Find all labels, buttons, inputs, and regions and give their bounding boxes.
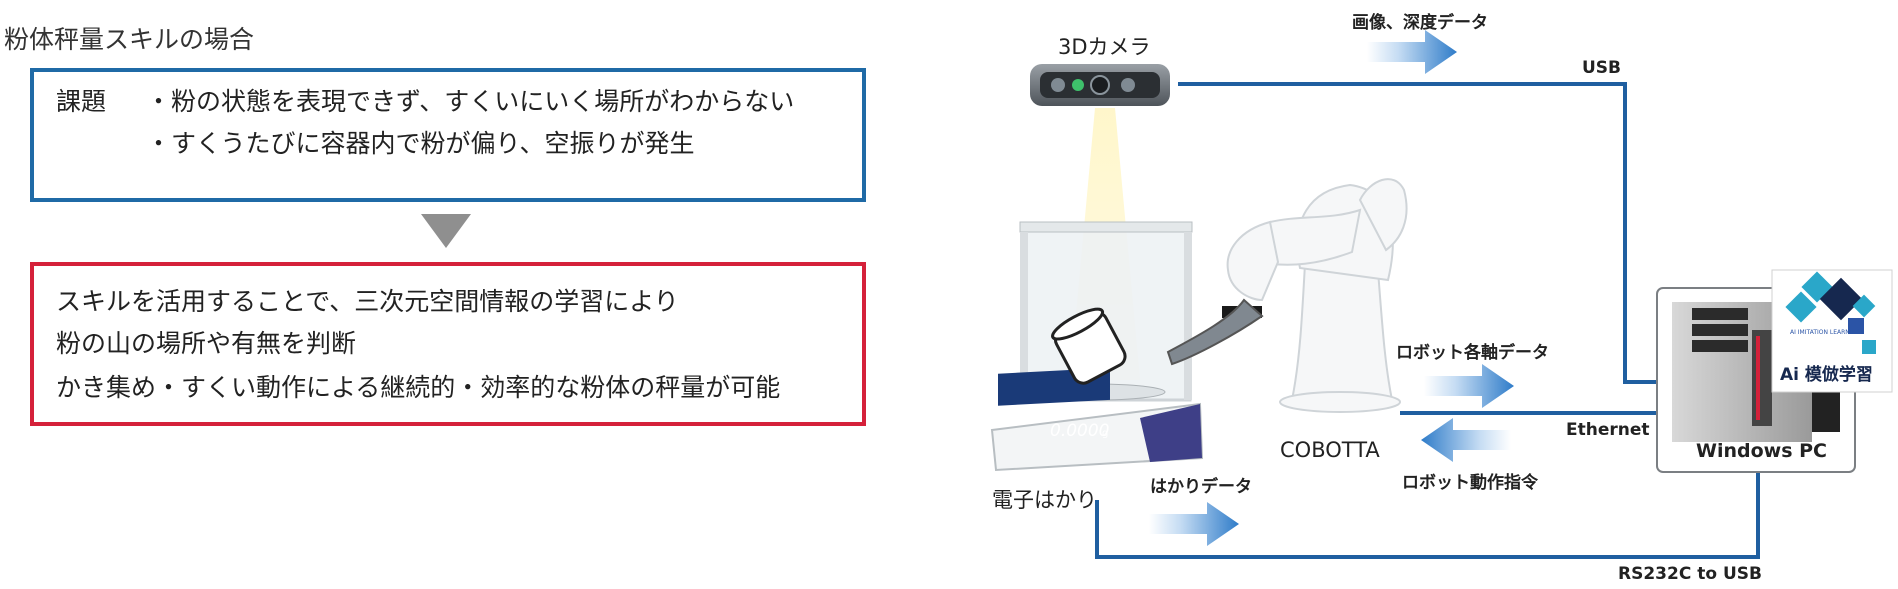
ai-logo: AI IMITATION LEARNING Ai 模倣学習 bbox=[1771, 269, 1893, 393]
robot-label: COBOTTA bbox=[1280, 438, 1380, 462]
ethernet-label: Ethernet bbox=[1566, 420, 1650, 440]
rs232c-line bbox=[1095, 468, 1760, 559]
problem-label: 課題 bbox=[56, 87, 107, 116]
robot-data-label: ロボット各軸データ bbox=[1396, 343, 1549, 363]
solution-line-2: 粉の山の場所や有無を判断 bbox=[56, 329, 357, 358]
camera-label: 3Dカメラ bbox=[1058, 35, 1151, 59]
scale-label: 電子はかり bbox=[992, 488, 1097, 512]
solution-line-3: かき集め・すくい動作による継続的・効率的な粉体の秤量が可能 bbox=[56, 373, 781, 402]
problem-line-2: ・すくうたびに容器内で粉が偏り、空振りが発生 bbox=[146, 129, 695, 158]
camera-data-label: 画像、深度データ bbox=[1352, 13, 1488, 33]
scale-reading: 0.0000 bbox=[1050, 421, 1109, 441]
scale-icon: 0.0000 g bbox=[990, 221, 1204, 472]
ai-logo-small-text: AI IMITATION LEARNING bbox=[1790, 329, 1861, 336]
scale-unit: g bbox=[1102, 428, 1108, 439]
solution-line-1: スキルを活用することで、三次元空間情報の学習により bbox=[56, 287, 679, 316]
robot-icon bbox=[1166, 178, 1408, 413]
usb-line bbox=[1178, 82, 1665, 384]
camera-icon bbox=[1030, 64, 1170, 106]
robot-command-label: ロボット動作指令 bbox=[1402, 473, 1538, 493]
scale-data-label: はかりデータ bbox=[1150, 477, 1252, 497]
solution-box: スキルを活用することで、三次元空間情報の学習により 粉の山の場所や有無を判断 か… bbox=[30, 262, 866, 426]
rs232c-label: RS232C to USB bbox=[1618, 564, 1762, 584]
pc-label: Windows PC bbox=[1696, 440, 1827, 462]
problem-line-1: ・粉の状態を表現できず、すくいにいく場所がわからない bbox=[146, 87, 795, 116]
arrow-robot-data bbox=[1424, 364, 1514, 408]
usb-label: USB bbox=[1582, 58, 1622, 78]
arrow-camera-data bbox=[1367, 30, 1457, 74]
ai-logo-text: Ai 模倣学習 bbox=[1780, 364, 1873, 385]
problem-box: 課題 ・粉の状態を表現できず、すくいにいく場所がわからない ・すくうたびに容器内… bbox=[30, 68, 866, 202]
connection-lines bbox=[1095, 82, 1760, 559]
arrow-robot-command bbox=[1421, 418, 1511, 462]
arrow-scale-data bbox=[1149, 502, 1239, 546]
down-arrow-icon bbox=[421, 214, 471, 248]
page-title: 粉体秤量スキルの場合 bbox=[4, 25, 255, 54]
